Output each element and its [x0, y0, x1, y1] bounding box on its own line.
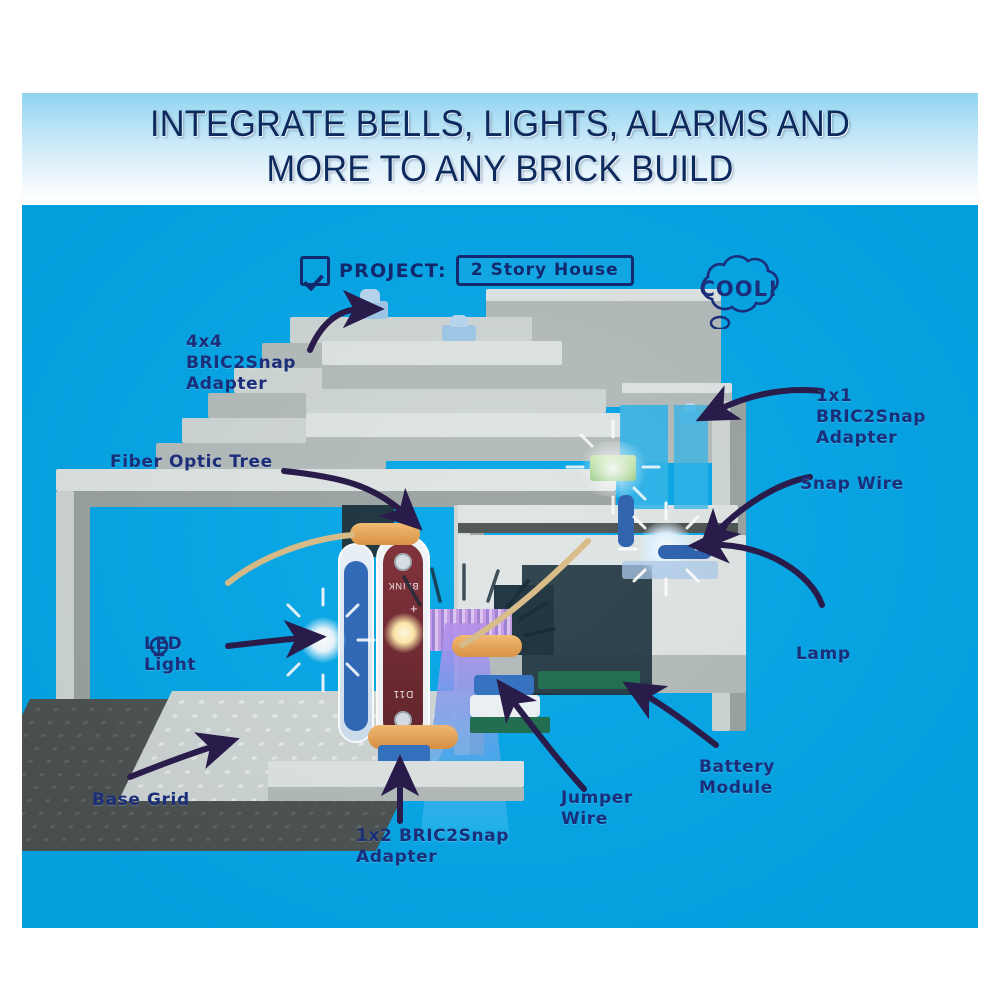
callout-lamp: Lamp [796, 644, 851, 664]
brick-floor-edge [458, 523, 738, 533]
callout-1x2-adapter: 1x2 BRIC2Snap Adapter [356, 826, 510, 867]
callout-fiber-optic-tree: Fiber Optic Tree [110, 452, 273, 472]
brick-step [306, 389, 606, 413]
lightbulb-icon [149, 636, 169, 657]
brick-build: BLINK D11 + [22, 205, 978, 928]
callout-jumper-wire: Jumper Wire [561, 788, 633, 829]
snap-contact-top [394, 553, 412, 571]
module-label-plus: + [410, 601, 418, 616]
brick-step [306, 413, 622, 437]
window-pane [674, 405, 708, 509]
brick-row [622, 383, 732, 393]
adapter-4x4-top [442, 325, 476, 341]
callout-base-grid: Base Grid [92, 790, 190, 810]
brick-floor-upper-right [458, 505, 738, 523]
callout-1x1-adapter: 1x1 BRIC2Snap Adapter [816, 386, 927, 448]
callout-4x4-adapter: 4x4 BRIC2Snap Adapter [186, 332, 297, 394]
lamp-base [622, 561, 718, 579]
thought-bubble-text: COOL! [699, 277, 779, 301]
project-value: 2 Story House [455, 255, 634, 286]
led-light-glow [384, 613, 424, 653]
adapter-4x4-stud [450, 315, 468, 327]
callout-battery-module: Battery Module [699, 757, 775, 798]
circuit-board [538, 671, 640, 689]
jumper-wire-cable [225, 532, 591, 648]
headline-banner: INTEGRATE BELLS, LIGHTS, ALARMS AND MORE… [22, 93, 978, 205]
light-rays [270, 419, 714, 693]
brick-step [322, 365, 592, 389]
brick-row [486, 289, 721, 301]
product-photo: BLINK D11 + [22, 205, 978, 928]
banner-title: INTEGRATE BELLS, LIGHTS, ALARMS AND MORE… [149, 103, 850, 189]
project-header: PROJECT: 2 Story House [300, 255, 634, 286]
brick-column-left-face [56, 491, 74, 741]
project-label: PROJECT: [339, 259, 447, 282]
callout-snap-wire: Snap Wire [800, 474, 904, 494]
snap-module-blue-face [344, 561, 368, 731]
thought-bubble: COOL! [686, 253, 792, 329]
checkbox-checked-icon[interactable] [300, 255, 330, 286]
snap-wire-segment [618, 495, 634, 547]
thought-cloud-icon [701, 255, 779, 329]
glow [574, 441, 652, 497]
